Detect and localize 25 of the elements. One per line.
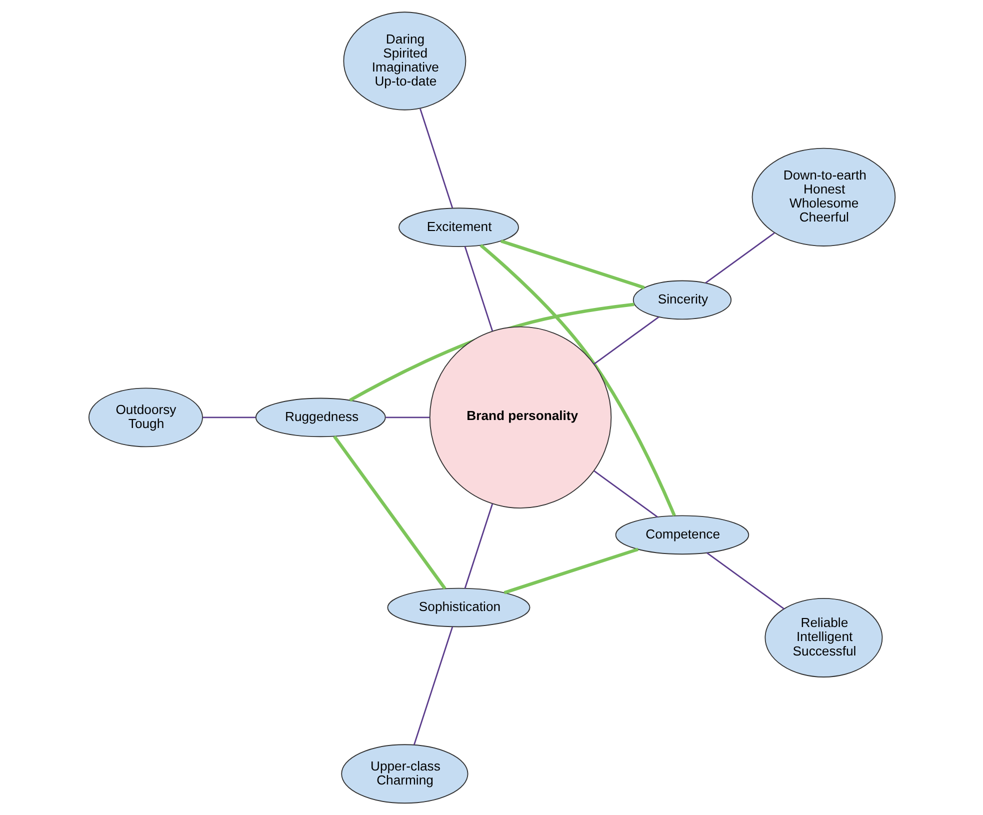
node-ellipse: Ruggedness bbox=[254, 398, 386, 438]
node-ellipse: Daring Spirited Imaginative Up-to-date bbox=[342, 12, 466, 110]
connector bbox=[479, 244, 676, 516]
connector bbox=[385, 416, 430, 418]
connector bbox=[202, 416, 255, 418]
node-ellipse: Outdoorsy Tough bbox=[88, 388, 202, 448]
node-ellipse: Reliable Intelligent Successful bbox=[764, 598, 882, 678]
connector bbox=[419, 108, 453, 208]
connector bbox=[500, 240, 644, 290]
connector bbox=[704, 232, 774, 284]
connector bbox=[464, 504, 493, 589]
connector bbox=[593, 470, 658, 518]
connector bbox=[332, 435, 446, 590]
connector bbox=[593, 316, 659, 365]
node-circle: Brand personality bbox=[428, 326, 612, 509]
node-ellipse: Down-to-earth Honest Wholesome Cheerful bbox=[751, 148, 896, 246]
node-ellipse: Upper-class Charming bbox=[340, 744, 468, 804]
node-ellipse: Sophistication bbox=[386, 588, 530, 628]
connector bbox=[412, 626, 453, 746]
connector bbox=[706, 552, 784, 610]
node-ellipse: Competence bbox=[614, 515, 749, 555]
node-ellipse: Excitement bbox=[398, 208, 518, 248]
connector bbox=[503, 548, 638, 594]
connector bbox=[464, 246, 493, 332]
node-ellipse: Sincerity bbox=[632, 280, 732, 320]
